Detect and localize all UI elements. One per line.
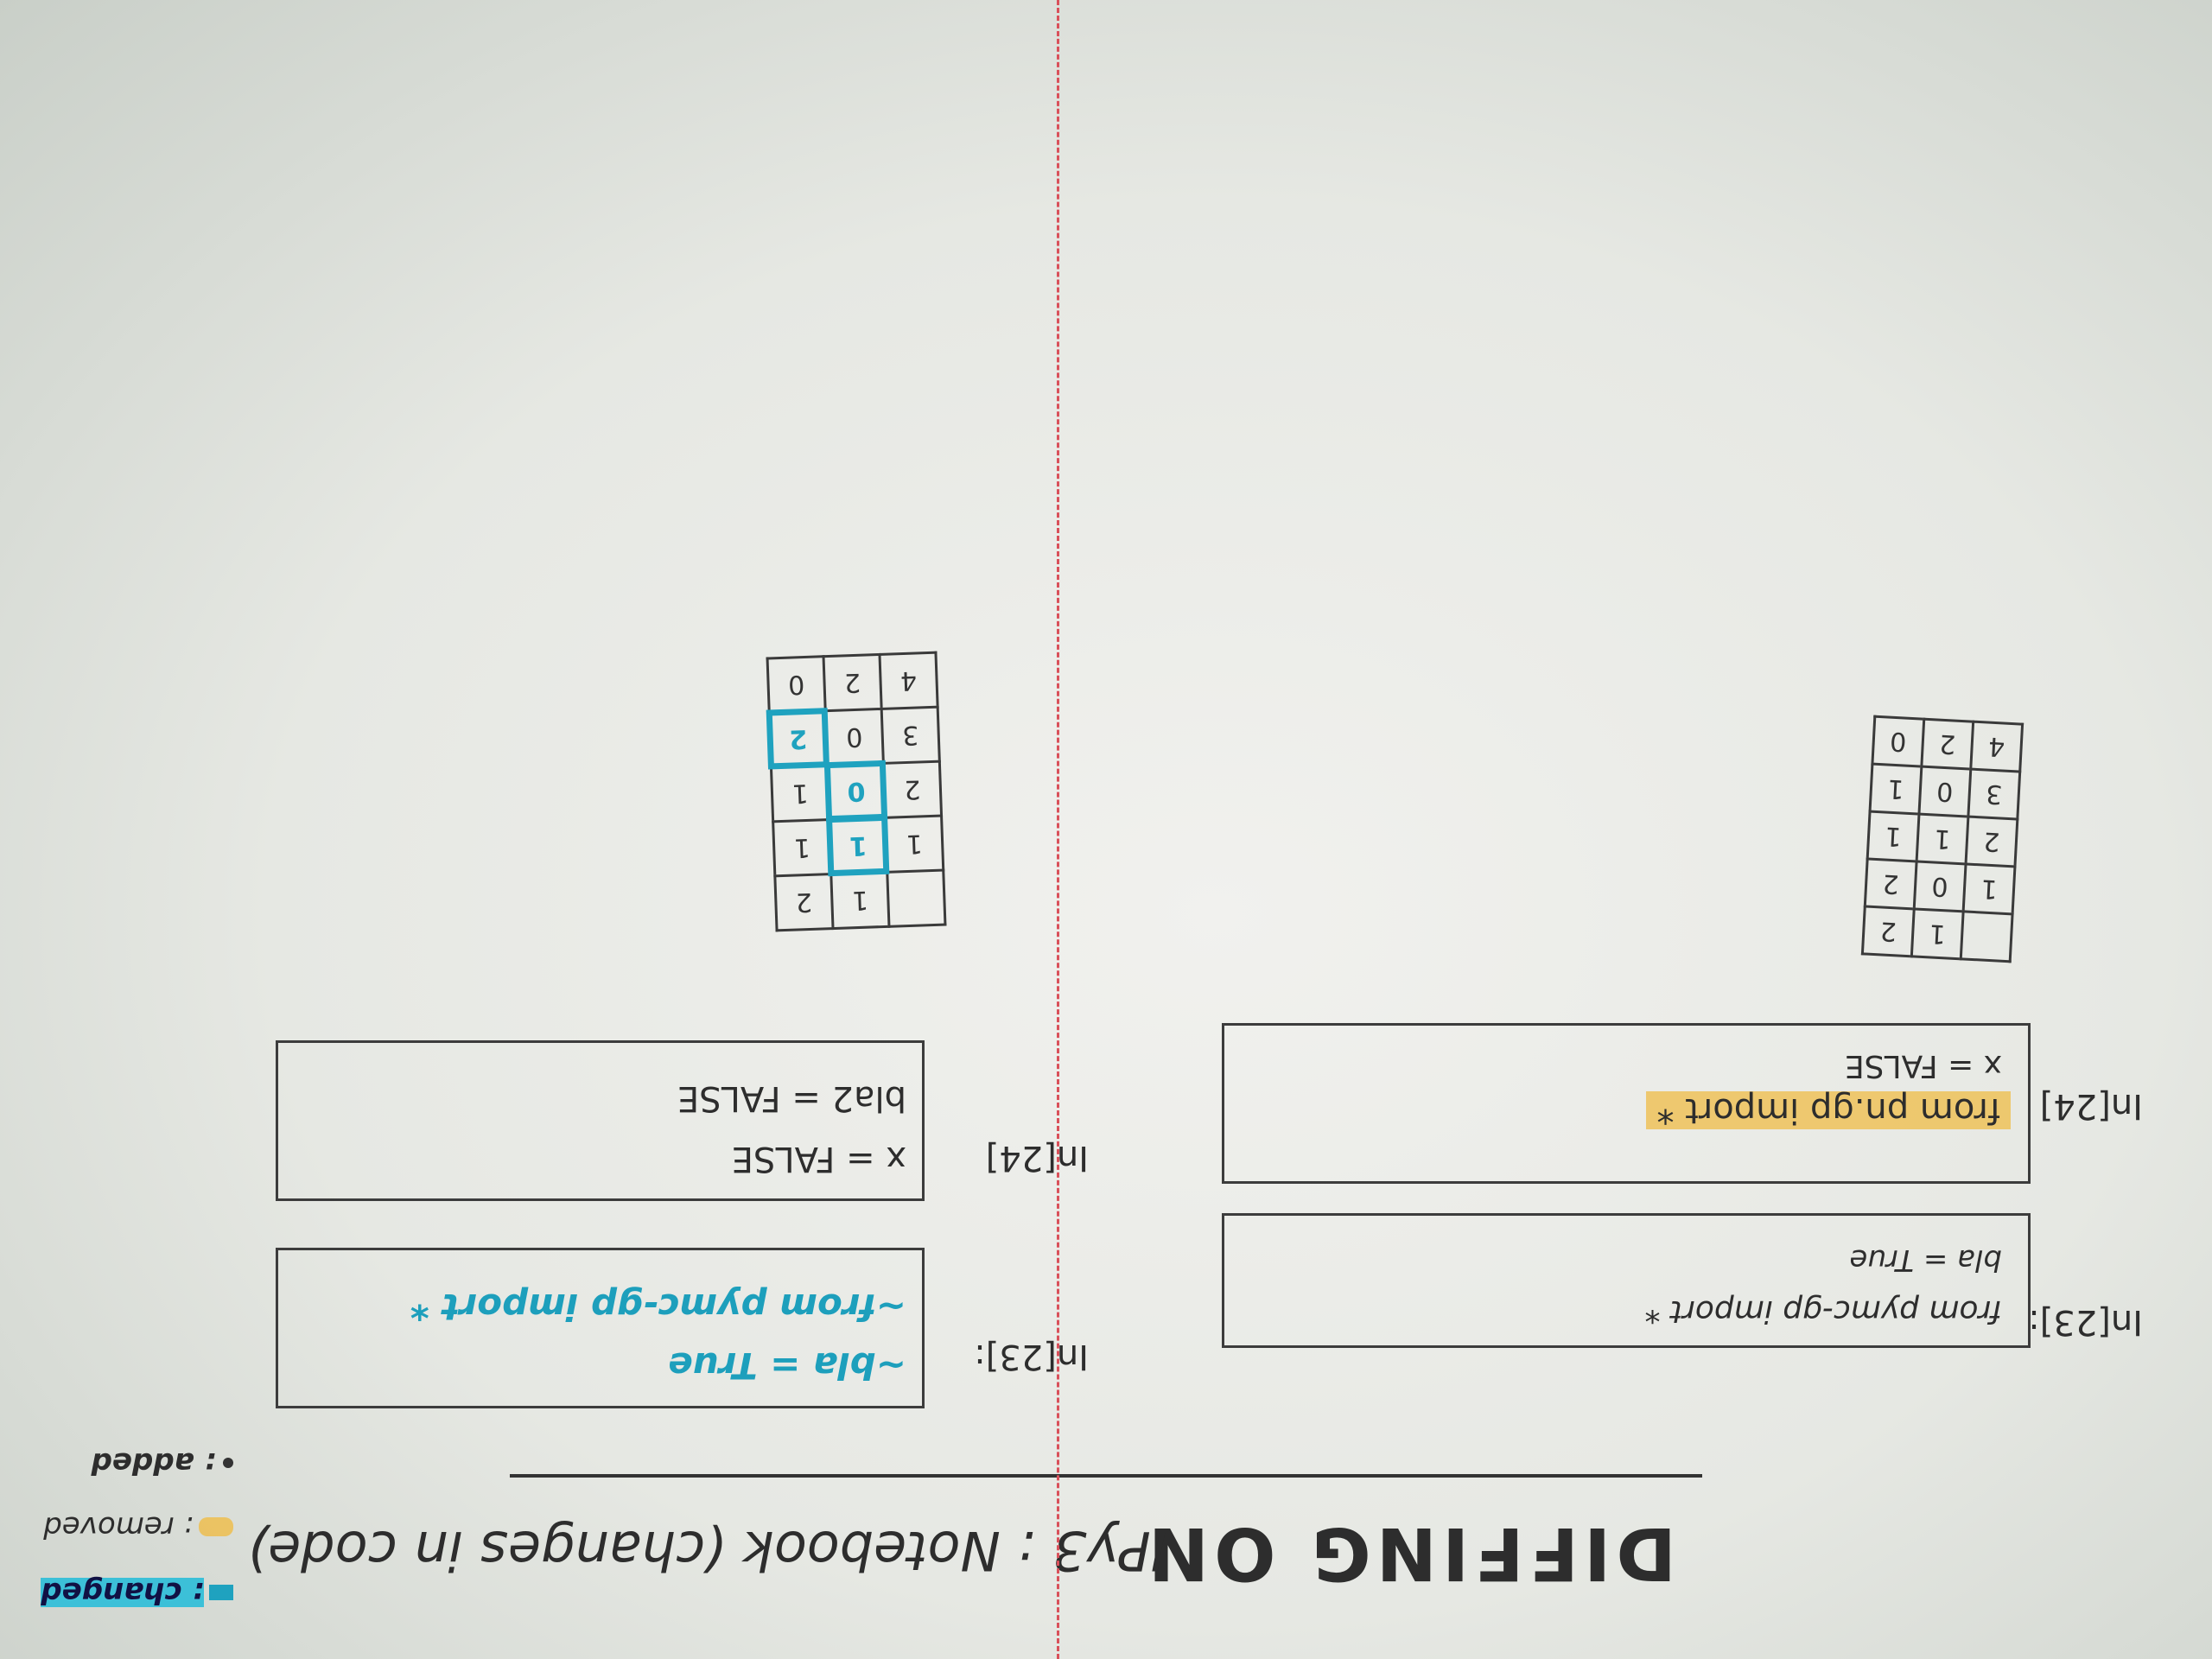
left-table-cell: 1 [1870, 764, 1922, 815]
legend-changed-label: : changed [41, 1575, 204, 1610]
right-cell1-line1: ~bla = True [668, 1344, 906, 1387]
right-table-cell: 2 [774, 874, 834, 931]
left-table-cell: 1 [1916, 814, 1968, 864]
right-table-cell: 1 [885, 816, 944, 873]
left-table-cell: 1 [1867, 811, 1919, 861]
left-table-cell: 1 [1911, 908, 1964, 959]
left-table-cell: 1 [1963, 863, 2015, 914]
right-table-cell: 1 [772, 819, 831, 876]
title-underline [510, 1474, 1702, 1478]
legend-added: : added [91, 1446, 233, 1480]
left-table-cell: 2 [1921, 719, 1974, 770]
left-cell2-line2: x = FALSE [1844, 1048, 2002, 1084]
legend-changed: : changed [41, 1575, 233, 1610]
left-table-cell: 0 [1914, 861, 1967, 912]
right-table-cell: 1 [830, 872, 889, 929]
left-cell1-line2: bla = True [1849, 1243, 2002, 1277]
left-cell1-prompt: In[23]: [2028, 1302, 2143, 1342]
page-title: DIFFING ON [1142, 1511, 1676, 1596]
legend-removed: : removed [43, 1510, 233, 1544]
added-swatch [223, 1458, 233, 1468]
right-table-cell: 2 [883, 761, 942, 818]
page-subtitle: IPy3 : Notebook (changes in code) [246, 1519, 1166, 1582]
right-cell2-prompt: In[24] [985, 1138, 1089, 1178]
left-table-cell: 2 [1865, 858, 1917, 909]
right-table-cell: 0 [767, 656, 826, 713]
right-table-cell: 2 [823, 654, 882, 711]
right-table-cell [887, 870, 945, 927]
right-table-cell: 0 [824, 760, 888, 823]
left-table-cell: 2 [1966, 817, 2018, 867]
right-cell1-line2: ~from pymc-gp import * [410, 1286, 906, 1328]
right-table-cell: 0 [825, 709, 884, 766]
right-table-cell: 4 [879, 652, 938, 709]
right-cell1-prompt: In[23]: [974, 1337, 1089, 1376]
right-table-cell: 3 [881, 707, 940, 764]
legend-added-label: : added [91, 1446, 216, 1480]
right-table-cell: 2 [766, 708, 830, 771]
left-table-cell: 4 [1970, 721, 2023, 772]
right-cell1-box: ~bla = True ~from pymc-gp import * [276, 1248, 925, 1408]
left-cell2-line1: from pn.gp import * [1646, 1090, 2011, 1130]
right-table-cell: 1 [826, 815, 890, 877]
left-cell1-box: from pymc-gp import * bla = True [1222, 1213, 2031, 1348]
right-table-cell: 1 [771, 765, 830, 822]
changed-swatch [209, 1585, 233, 1600]
legend-removed-label: : removed [43, 1510, 194, 1544]
left-table-cell: 0 [1872, 716, 1924, 767]
left-table-cell: 3 [1967, 769, 2020, 820]
left-cell2-prompt: In[24] [2039, 1086, 2143, 1126]
right-cell2-line2: bla2 = FALSE [677, 1078, 906, 1118]
left-table-cell [1961, 911, 2013, 962]
right-cell2-box: x = FALSE bla2 = FALSE [276, 1040, 925, 1201]
left-cell2-box: from pn.gp import * x = FALSE [1222, 1023, 2031, 1184]
divider-line [1057, 0, 1059, 1659]
left-table-cell: 0 [1918, 766, 1971, 817]
right-cell2-line1: x = FALSE [731, 1139, 906, 1179]
left-cell1-line1: from pymc-gp import * [1644, 1294, 2002, 1329]
left-table-cell: 2 [1862, 906, 1915, 957]
removed-swatch [199, 1517, 233, 1536]
